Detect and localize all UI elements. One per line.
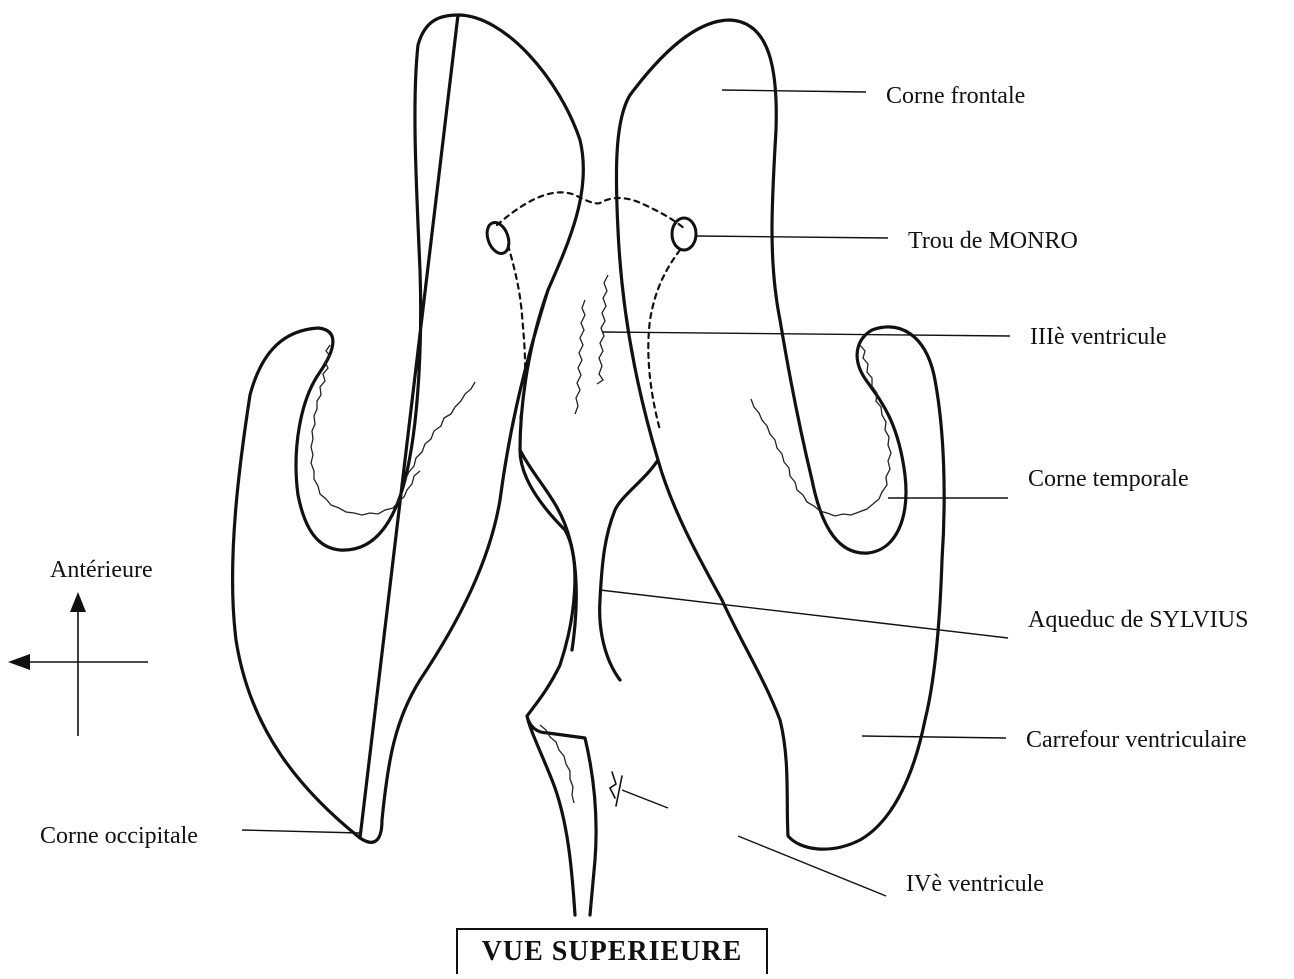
leader-aqueduc	[600, 590, 1008, 638]
label-ive-ventricule: IVè ventricule	[906, 871, 1044, 897]
right-lateral-ventricle-outline	[600, 20, 944, 849]
label-carrefour-ventriculaire: Carrefour ventriculaire	[1026, 727, 1247, 753]
label-anterieure: Antérieure	[50, 557, 153, 583]
third-ventricle-wavy-left	[575, 300, 585, 414]
leader-ive-ventricule-2	[738, 836, 886, 896]
leader-corne-frontale	[722, 90, 866, 92]
left-frontal-wavy-contour	[405, 382, 475, 480]
left-arrow-icon	[8, 654, 30, 670]
label-trou-de-monro: Trou de MONRO	[908, 228, 1078, 254]
leader-iiie-ventricule	[602, 332, 1010, 336]
diagram-title: VUE SUPERIEURE	[482, 936, 743, 968]
right-temporal-wavy-contour	[751, 345, 891, 516]
right-dashed-boundary	[648, 250, 680, 430]
right-foramen-of-monro	[672, 218, 696, 250]
fourth-ventricle-hatch	[610, 772, 622, 806]
leader-trou-de-monro	[697, 236, 888, 238]
label-corne-frontale: Corne frontale	[886, 83, 1025, 109]
leader-ive-ventricule-1	[622, 790, 668, 808]
leader-corne-occipitale	[242, 830, 360, 833]
label-corne-temporale: Corne temporale	[1028, 466, 1189, 492]
anterior-arrow-icon	[70, 592, 86, 612]
label-corne-occipitale: Corne occipitale	[40, 823, 198, 849]
third-ventricle-wavy-right	[597, 275, 608, 384]
label-aqueduc-de-sylvius: Aqueduc de SYLVIUS	[1028, 607, 1248, 633]
label-iiie-ventricule: IIIè ventricule	[1030, 324, 1167, 350]
leader-carrefour	[862, 736, 1006, 738]
title-box: VUE SUPERIEURE	[456, 928, 768, 974]
orientation-indicator	[8, 592, 148, 736]
foramen-dashed-arc	[497, 192, 686, 230]
